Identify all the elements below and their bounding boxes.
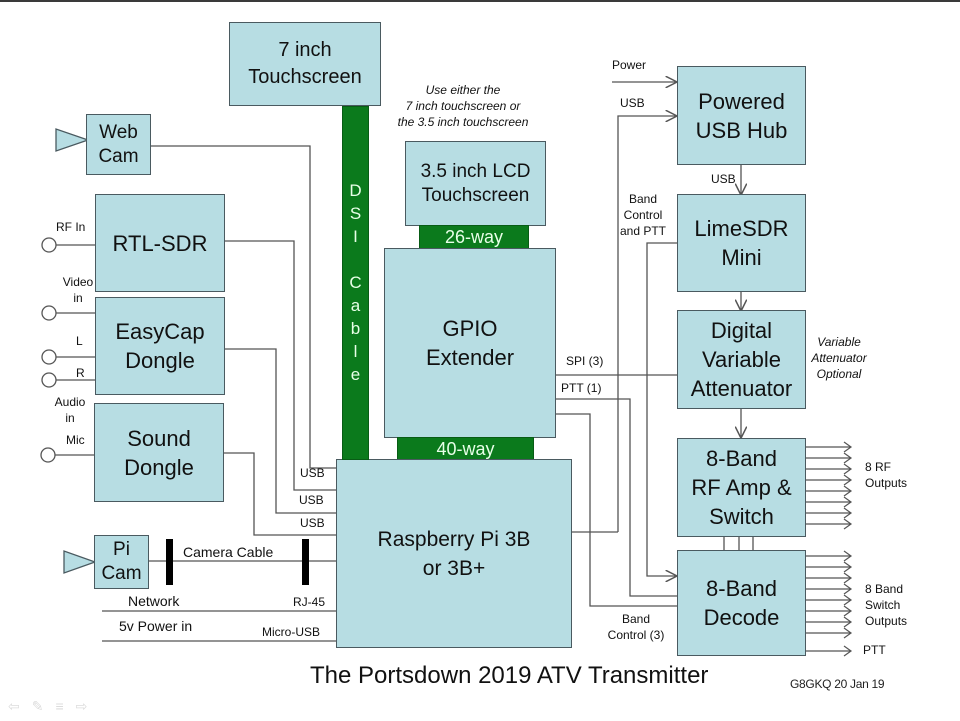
connector-40-way: 40-way — [397, 437, 534, 461]
label-5v-power: 5v Power in — [119, 618, 193, 634]
dsi-letter: a — [350, 296, 361, 315]
label-audio-l: L — [76, 334, 83, 348]
block-pi-cam: Pi Cam — [94, 535, 149, 589]
label-network: Network — [128, 593, 180, 609]
band-switch-output-arrow — [806, 550, 853, 562]
label-rf-in: RF In — [56, 220, 86, 234]
camera-cable-plug-right — [302, 539, 309, 585]
next-slide-icon[interactable]: ⇨ — [75, 698, 88, 714]
label-audio-in: Audio in — [54, 395, 86, 425]
rf-output-arrow — [806, 463, 853, 475]
block-8band-decode: 8-Band Decode — [677, 550, 806, 656]
rf-output-arrow — [806, 507, 853, 519]
block-digital-attenuator: Digital Variable Attenuator — [677, 310, 806, 409]
wire-band-control — [555, 413, 678, 607]
top-border — [0, 0, 960, 2]
label-rj45: RJ-45 — [293, 595, 326, 609]
band-switch-output-arrow — [806, 572, 853, 584]
rf-output-arrow — [806, 452, 853, 464]
dsi-letter: l — [353, 342, 358, 361]
label-usb-3: USB — [300, 516, 325, 530]
wire-usb-hub — [617, 116, 676, 532]
band-switch-output-arrow — [806, 627, 853, 639]
dsi-letter: e — [350, 365, 361, 384]
rf-in-jack-icon — [41, 237, 57, 253]
rf-output-arrow — [806, 518, 853, 530]
label-usb-hub-in: USB — [620, 96, 645, 110]
block-limesdr-mini: LimeSDR Mini — [677, 194, 806, 292]
label-micro-usb: Micro-USB — [262, 625, 321, 639]
rf-output-arrow — [806, 496, 853, 508]
band-switch-output-arrow — [806, 616, 853, 628]
video-in-jack-icon — [41, 305, 57, 321]
label-mic: Mic — [66, 433, 85, 447]
block-8band-rf-amp: 8-Band RF Amp & Switch — [677, 438, 806, 537]
block-rtl-sdr: RTL-SDR — [95, 194, 225, 292]
block-sound-dongle: Sound Dongle — [94, 403, 224, 502]
wire-lime-decode — [646, 242, 678, 576]
wire-ptt — [555, 398, 678, 597]
band-switch-output-arrow — [806, 583, 853, 595]
block-3.5inch-lcd: 3.5 inch LCD Touchscreen — [405, 141, 546, 226]
band-switch-output-arrow — [806, 594, 853, 606]
label-audio-r: R — [76, 366, 85, 380]
dsi-cable: D S I C a b l e — [342, 106, 369, 460]
rf-output-arrow — [806, 441, 853, 453]
camera-cable-plug-left — [166, 539, 173, 585]
label-video-in: Video in — [62, 275, 94, 305]
label-power: Power — [612, 58, 647, 72]
rf-output-arrow — [806, 474, 853, 486]
ptt-output-arrow — [806, 645, 853, 657]
label-usb-2: USB — [299, 493, 324, 507]
label-ptt-1: PTT (1) — [561, 381, 602, 395]
dsi-letter: b — [350, 319, 361, 338]
band-switch-output-arrow — [806, 605, 853, 617]
dsi-letter: D — [349, 181, 362, 200]
label-8-rf-outputs: 8 RF Outputs — [865, 460, 908, 490]
label-spi: SPI (3) — [566, 354, 604, 368]
rf-output-arrow — [806, 485, 853, 497]
wire-easycap-usb — [224, 348, 336, 514]
block-7inch-touchscreen: 7 inch Touchscreen — [229, 22, 381, 106]
dsi-letter: C — [349, 273, 362, 292]
wire-webcam-usb — [150, 145, 336, 469]
author-credit: G8GKQ 20 Jan 19 — [790, 677, 885, 691]
menu-icon[interactable]: ≡ — [55, 698, 64, 714]
diagram-title: The Portsdown 2019 ATV Transmitter — [310, 662, 709, 689]
mic-jack-icon — [40, 447, 56, 463]
pen-icon[interactable]: ✎ — [31, 698, 44, 714]
band-switch-output-arrow — [806, 561, 853, 573]
block-gpio-extender: GPIO Extender — [384, 248, 556, 438]
label-usb-1: USB — [300, 466, 325, 480]
touchscreen-note: Use either the 7 inch touchscreen or the… — [397, 83, 529, 129]
dsi-letter: S — [349, 204, 362, 223]
audio-r-jack-icon — [41, 372, 57, 388]
picam-lens-icon — [63, 550, 97, 574]
wire-sound-usb — [224, 452, 336, 536]
label-8-band-switch-outputs: 8 Band Switch Outputs — [865, 582, 908, 628]
label-usb-hub-lime: USB — [711, 172, 736, 186]
prev-slide-icon[interactable]: ⇦ — [8, 698, 20, 714]
block-raspberry-pi: Raspberry Pi 3B or 3B+ — [336, 459, 572, 648]
block-easycap-dongle: EasyCap Dongle — [95, 297, 225, 395]
dsi-letter: I — [353, 227, 358, 246]
connector-26-way: 26-way — [419, 225, 529, 249]
block-webcam: Web Cam — [86, 114, 151, 175]
slide-nav: ⇦ ✎ ≡ ⇨ — [8, 698, 87, 715]
audio-l-jack-icon — [41, 349, 57, 365]
label-band-control-3: Band Control (3) — [607, 612, 665, 642]
label-camera-cable: Camera Cable — [183, 544, 274, 560]
wire-rtlsdr-usb — [224, 240, 336, 491]
block-powered-usb-hub: Powered USB Hub — [677, 66, 806, 165]
label-band-control-ptt: Band Control and PTT — [619, 192, 667, 238]
webcam-lens-icon — [55, 128, 90, 152]
label-attenuator-optional: Variable Attenuator Optional — [811, 335, 867, 381]
label-ptt-out: PTT — [863, 643, 886, 657]
